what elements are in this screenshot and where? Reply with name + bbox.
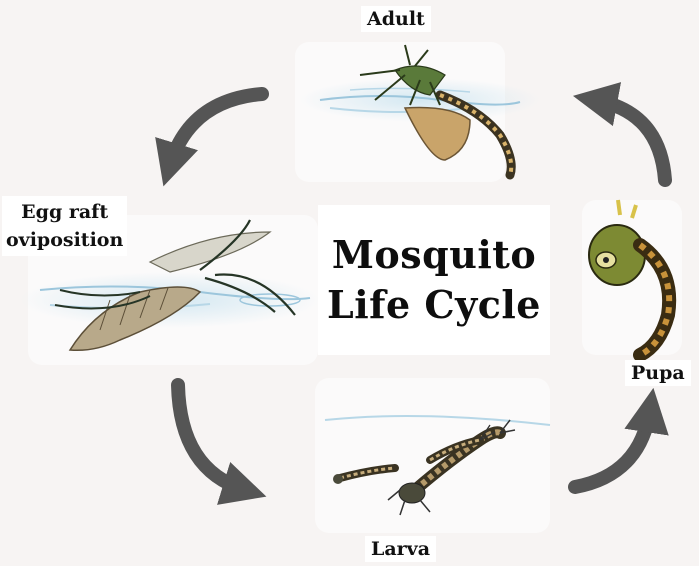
cycle-arrow-icon xyxy=(595,100,665,180)
cycle-arrow-top-left xyxy=(170,94,262,165)
stage-label-larva: Larva xyxy=(365,536,436,562)
stage-label-adult: Adult xyxy=(361,6,431,32)
cycle-arrow-icon xyxy=(170,94,262,165)
stage-label-egg-raft: Egg raft oviposition xyxy=(2,196,127,256)
cycle-arrow-icon xyxy=(575,410,650,487)
cycle-arrow-icon xyxy=(178,385,245,490)
title-line-2: Life Cycle xyxy=(327,280,541,330)
egg-raft-line-2: oviposition xyxy=(6,226,123,254)
stage-label-pupa: Pupa xyxy=(625,360,691,386)
cycle-arrow-bottom-left xyxy=(178,385,245,490)
diagram-title: Mosquito Life Cycle xyxy=(318,205,550,355)
cycle-arrow-top-right xyxy=(595,100,665,180)
cycle-arrow-bottom-right xyxy=(575,410,650,487)
egg-raft-line-1: Egg raft xyxy=(6,198,123,226)
title-line-1: Mosquito xyxy=(332,230,536,280)
